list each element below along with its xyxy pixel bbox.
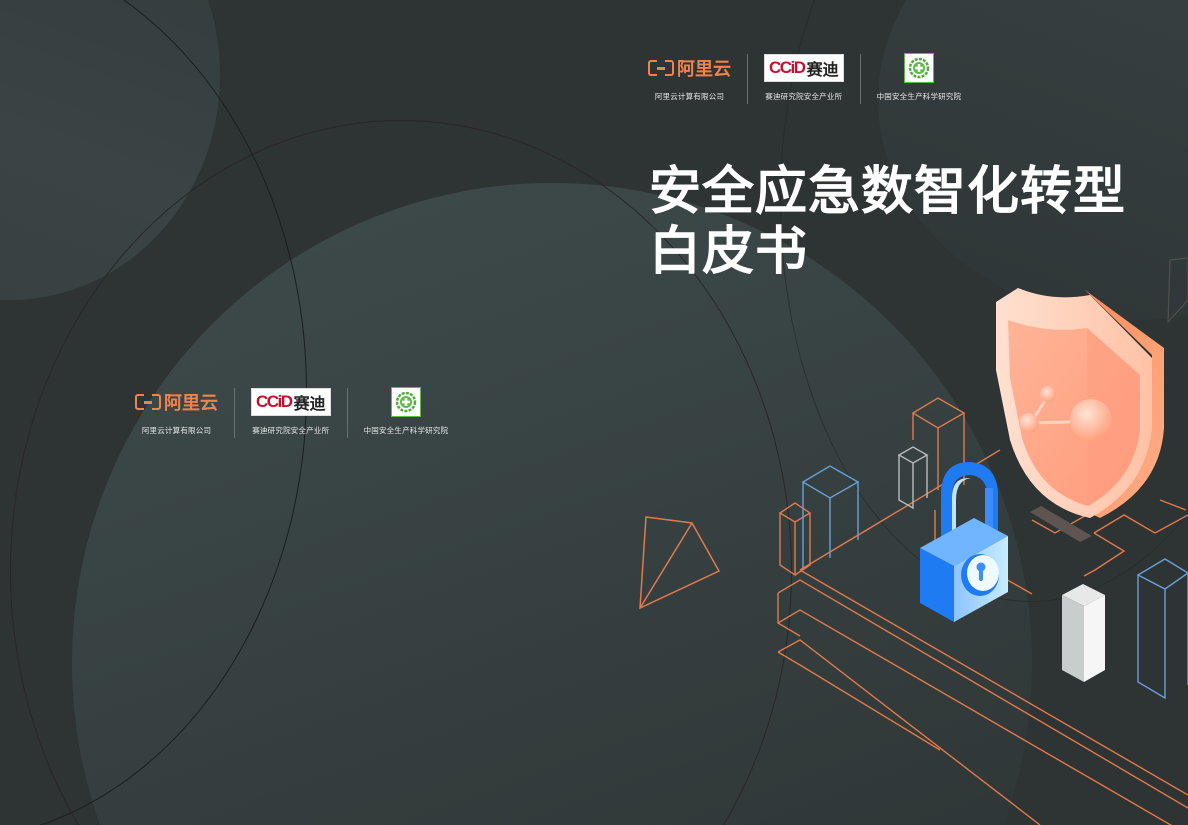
chinasafe-emblem-icon	[903, 53, 934, 83]
ccid-logo-icon: CCiD 赛迪	[251, 388, 331, 416]
wireframe-buildings	[778, 397, 1188, 700]
white-block	[1062, 584, 1105, 682]
aliyun-caption: 阿里云计算有限公司	[654, 92, 725, 101]
ccid-cn-text: 赛迪	[293, 394, 326, 413]
page-title: 安全应急数智化转型 白皮书	[649, 162, 1126, 282]
divider	[859, 54, 861, 104]
chinasafe-caption: 中国安全生产科学研究院	[363, 426, 449, 435]
logo-strip-top: 阿里云 阿里云计算有限公司 CCiD 赛迪 赛迪研究院安全产业所	[648, 53, 962, 104]
logo-chinasafe: 中国安全生产科学研究院	[876, 53, 962, 102]
shield-icon	[996, 288, 1164, 518]
logo-aliyun: 阿里云 阿里云计算有限公司	[135, 388, 218, 436]
logo-aliyun: 阿里云 阿里云计算有限公司	[648, 54, 731, 102]
logo-ccid: CCiD 赛迪 赛迪研究院安全产业所	[251, 388, 331, 436]
title-line-1: 安全应急数智化转型	[649, 162, 1127, 222]
divider	[346, 388, 348, 438]
aliyun-brand-text: 阿里云	[164, 393, 218, 414]
aliyun-logo-icon: 阿里云	[648, 55, 731, 81]
chinasafe-emblem-icon	[390, 387, 421, 417]
ccid-caption: 赛迪研究院安全产业所	[252, 426, 330, 435]
aliyun-brand-text: 阿里云	[677, 59, 731, 80]
pyramid-outline	[639, 516, 721, 610]
circuit-lines	[777, 449, 1188, 825]
divider	[234, 388, 235, 438]
aliyun-caption: 阿里云计算有限公司	[141, 426, 212, 435]
security-illustration	[639, 257, 1188, 825]
logo-ccid: CCiD 赛迪 赛迪研究院安全产业所	[764, 54, 844, 102]
ccid-logo-icon: CCiD 赛迪	[764, 54, 844, 82]
chinasafe-caption: 中国安全生产科学研究院	[876, 92, 962, 101]
logo-chinasafe: 中国安全生产科学研究院	[363, 387, 449, 436]
padlock-icon	[920, 462, 1008, 622]
divider	[747, 54, 748, 104]
ccid-latin-text: CCiD	[256, 392, 293, 411]
ccid-cn-text: 赛迪	[806, 60, 839, 79]
title-line-2: 白皮书	[649, 222, 809, 282]
slab	[1030, 506, 1092, 542]
ccid-latin-text: CCiD	[769, 58, 806, 77]
ccid-caption: 赛迪研究院安全产业所	[765, 92, 843, 101]
logo-strip-mid: 阿里云 阿里云计算有限公司 CCiD 赛迪 赛迪研究院安全产业所	[135, 387, 449, 438]
aliyun-logo-icon: 阿里云	[135, 389, 218, 415]
